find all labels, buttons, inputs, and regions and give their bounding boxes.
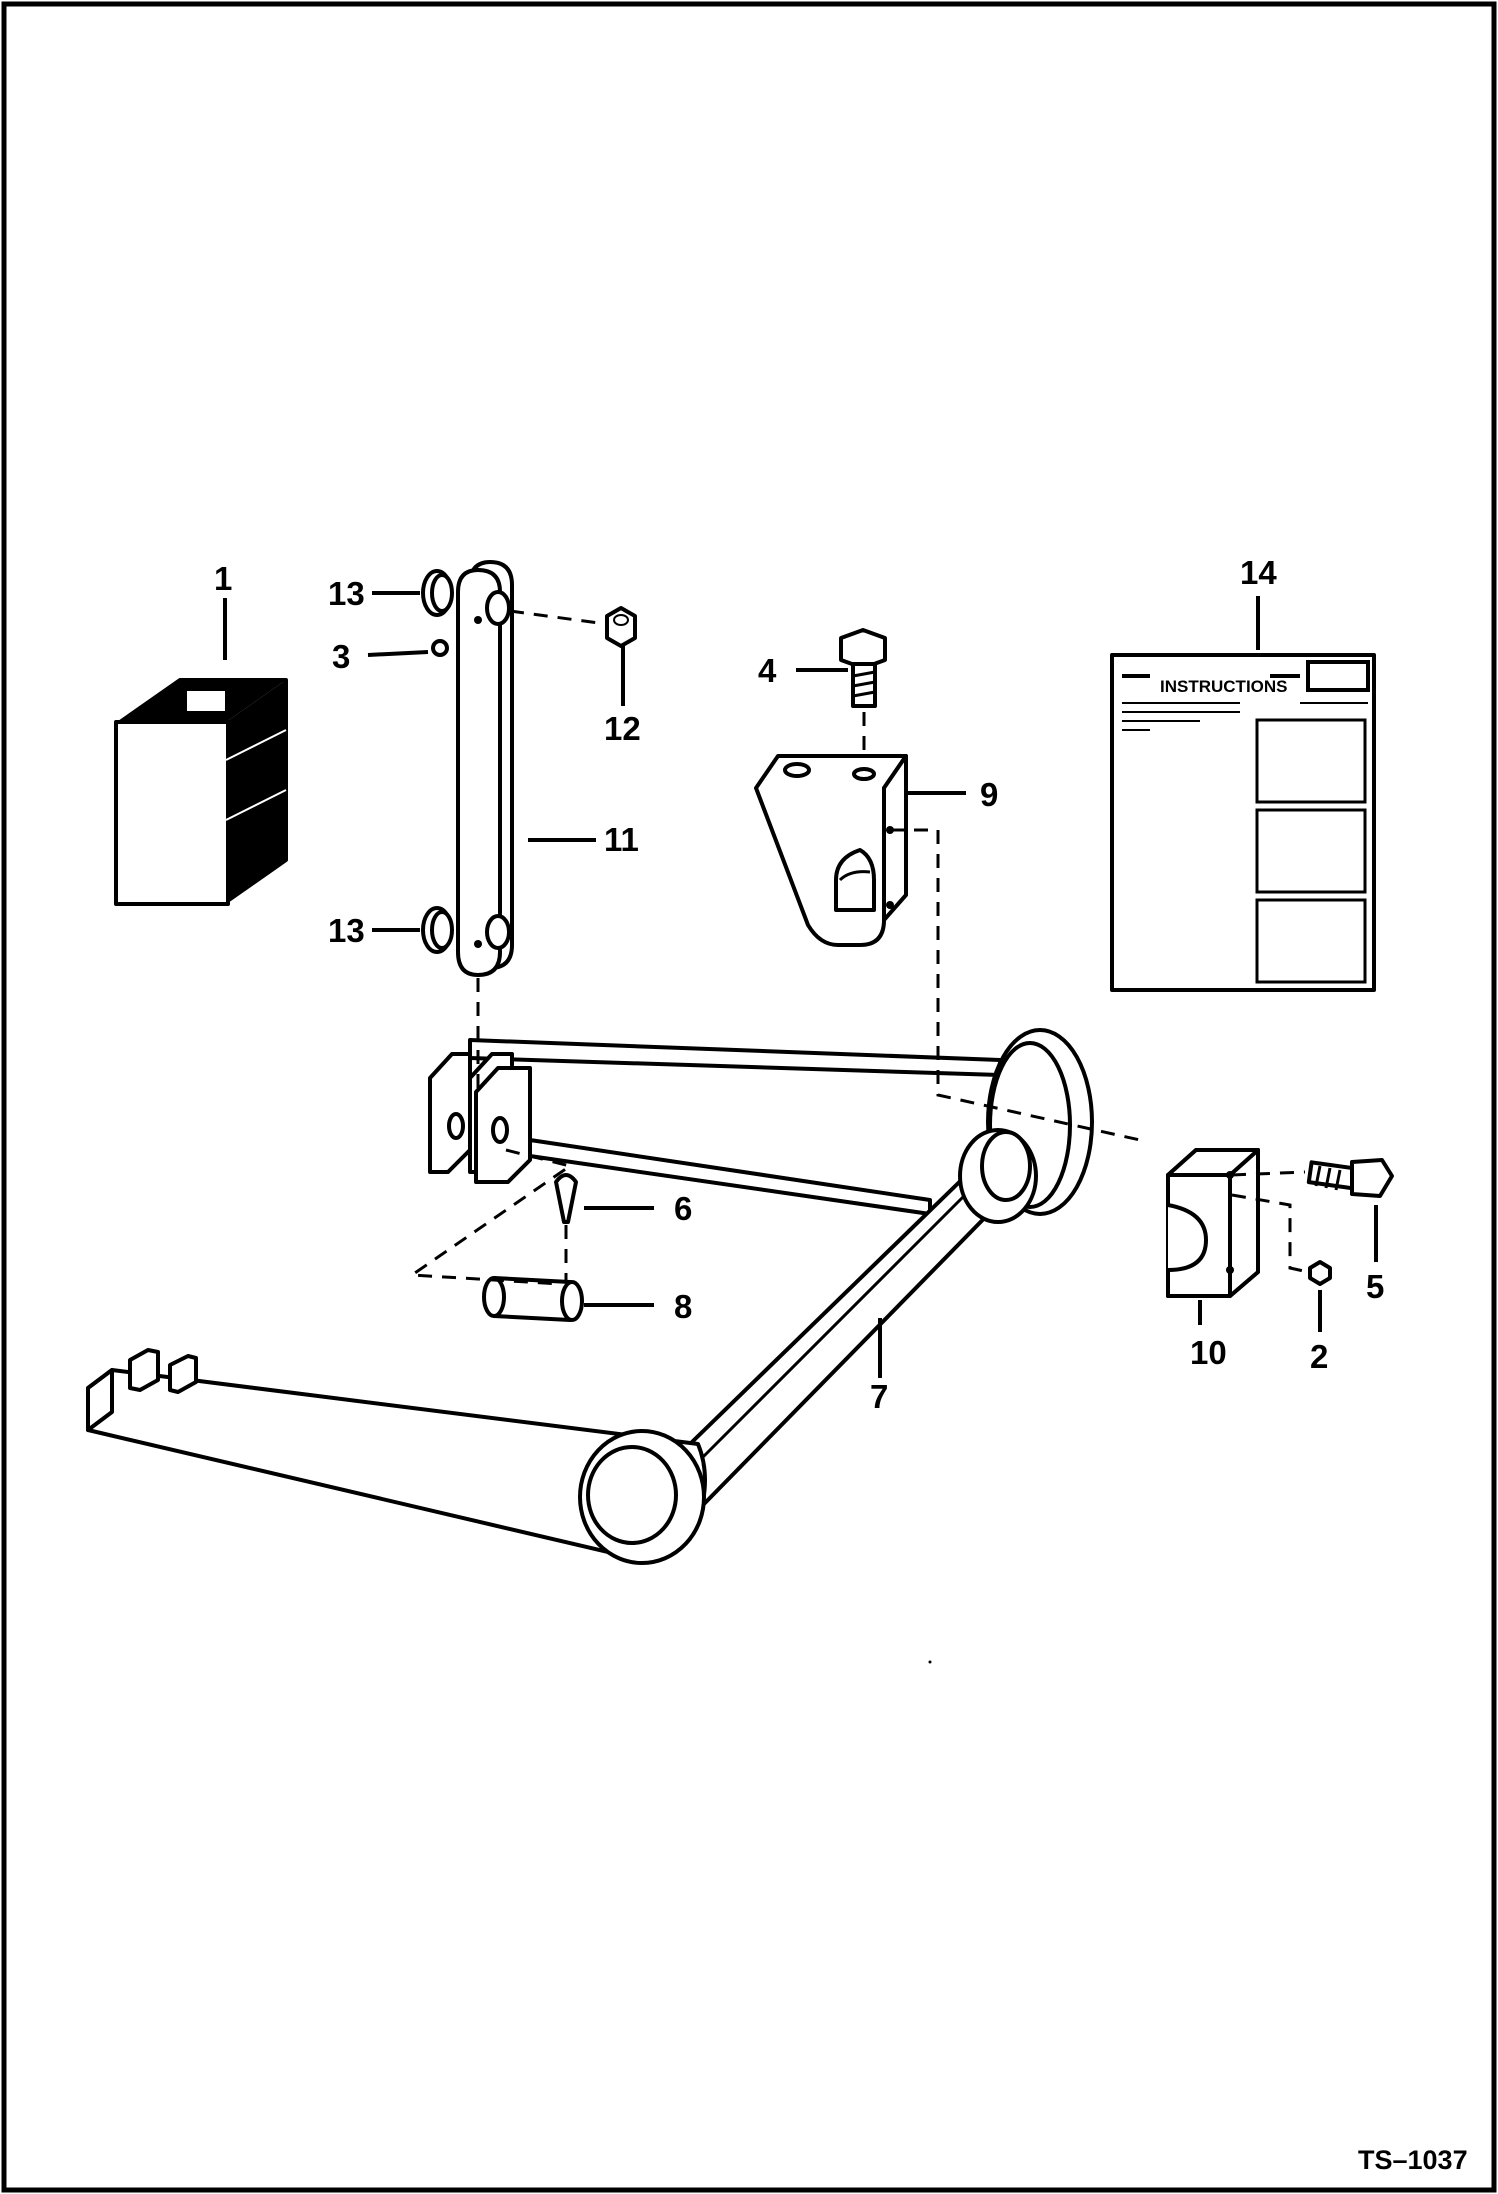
callout-4: 4 <box>758 652 777 689</box>
part-8-pin <box>482 1276 584 1322</box>
callout-2: 2 <box>1310 1338 1328 1375</box>
callout-5: 5 <box>1366 1268 1384 1305</box>
callout-labels: 1 13 3 12 11 13 4 9 14 6 8 7 10 5 2 <box>214 554 1384 1415</box>
part-3-fitting <box>431 639 449 657</box>
callout-3: 3 <box>332 638 350 675</box>
callout-7: 7 <box>870 1378 888 1415</box>
callout-11: 11 <box>604 821 639 858</box>
callout-9: 9 <box>980 776 998 813</box>
part-4-bolt <box>839 628 887 708</box>
callout-1: 1 <box>214 560 232 597</box>
part-5-bolt <box>1306 1158 1394 1198</box>
callout-13-top: 13 <box>328 575 365 612</box>
part-7-shaft-assembly <box>86 1028 1094 1565</box>
part-9-bracket <box>754 754 908 947</box>
instruction-sheet-heading: INSTRUCTIONS <box>1160 677 1288 696</box>
part-10-clamp <box>1166 1148 1260 1298</box>
callout-14: 14 <box>1240 554 1277 591</box>
callout-6: 6 <box>674 1190 692 1227</box>
speck <box>928 1660 932 1664</box>
part-13-bearing-bottom <box>421 906 454 954</box>
drawing-reference: TS–1037 <box>1358 2145 1468 2175</box>
assembly-lines <box>407 828 1309 1286</box>
part-12-nut <box>605 606 637 648</box>
part-11-link <box>456 560 514 977</box>
part-1-block <box>114 678 288 906</box>
callout-12: 12 <box>604 710 641 747</box>
part-6-cotter-pin <box>554 1173 578 1224</box>
callout-13-bottom: 13 <box>328 912 365 949</box>
callout-8: 8 <box>674 1288 692 1325</box>
leader-lines <box>223 591 1378 1378</box>
part-14-instruction-sheet: INSTRUCTIONS <box>1110 653 1376 992</box>
callout-10: 10 <box>1190 1334 1227 1371</box>
part-13-bearing-top <box>421 569 454 617</box>
part-2-nut <box>1308 1260 1332 1286</box>
